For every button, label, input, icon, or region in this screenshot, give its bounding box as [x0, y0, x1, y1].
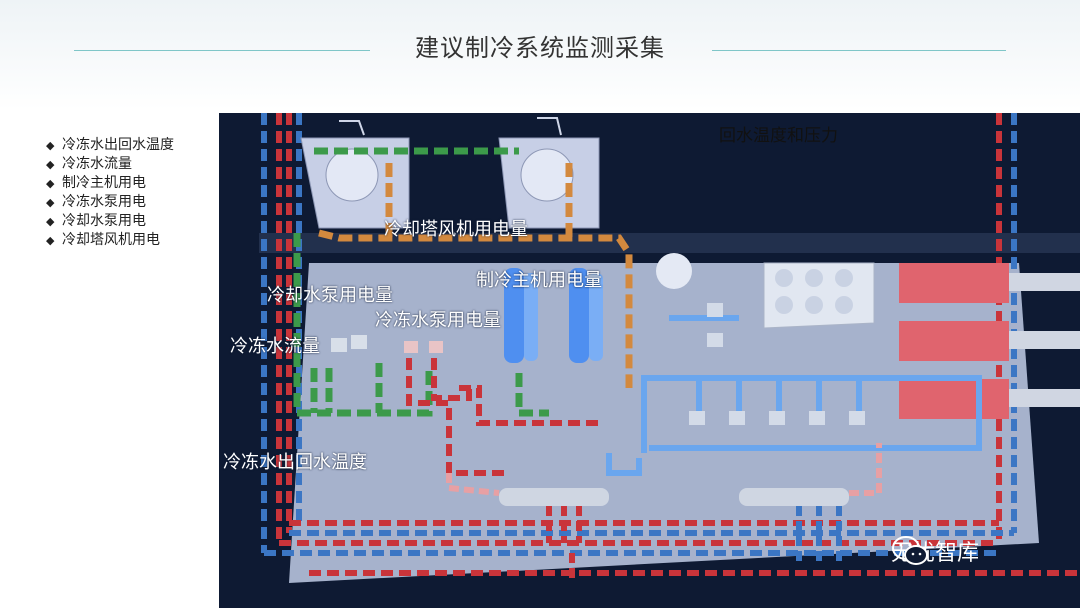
list-item: ◆冷却水泵用电 — [46, 213, 146, 229]
label-cooling-pump-power: 冷却水泵用电量 — [267, 285, 393, 306]
diamond-bullet-icon: ◆ — [46, 177, 55, 190]
title-divider-right — [712, 50, 1006, 51]
secondary-pumps — [689, 303, 865, 425]
diamond-bullet-icon: ◆ — [46, 215, 55, 228]
list-item: ◆冷却塔风机用电 — [46, 232, 160, 248]
diamond-bullet-icon: ◆ — [46, 234, 55, 247]
label-chilled-temp: 冷冻水出回水温度 — [223, 452, 367, 473]
watermark: 无忧智库 — [891, 535, 979, 567]
list-item: ◆冷冻水泵用电 — [46, 194, 146, 210]
label-chilled-flow: 冷冻水流量 — [230, 336, 320, 357]
diamond-bullet-icon: ◆ — [46, 196, 55, 209]
chilled-water-pipe — [406, 358, 599, 476]
expansion-tank — [656, 253, 692, 289]
cooling-tower-right — [498, 117, 600, 229]
list-item: ◆冷冻水出回水温度 — [46, 137, 174, 153]
title-divider-left — [74, 50, 370, 51]
label-return-water: 回水温度和压力 — [719, 126, 838, 146]
label-cooling-tower-fan: 冷却塔风机用电量 — [384, 219, 528, 240]
diagram-graphics — [259, 113, 1080, 583]
list-item: ◆冷冻水流量 — [46, 156, 132, 172]
diamond-bullet-icon: ◆ — [46, 139, 55, 152]
cooling-water-pumps — [331, 335, 367, 352]
header-branch-pipes — [446, 443, 882, 583]
header-background — [0, 0, 1080, 110]
label-chilled-pump-power: 冷冻水泵用电量 — [375, 310, 501, 331]
water-storage-tank — [763, 262, 875, 329]
tower-return-pipe — [318, 163, 633, 388]
water-distributor-headers — [499, 488, 849, 506]
page-title: 建议制冷系统监测采集 — [415, 34, 665, 62]
cooling-system-diagram: 回水温度和压力 冷却塔风机用电量 制冷主机用电量 冷却水泵用电量 冷冻水泵用电量… — [219, 113, 1080, 608]
label-chiller-power: 制冷主机用电量 — [476, 270, 602, 291]
air-handling-units — [899, 263, 1080, 419]
equipment-floor — [289, 263, 1039, 583]
monitoring-item-list: ◆冷冻水出回水温度 ◆冷冻水流量 ◆制冷主机用电 ◆冷冻水泵用电 ◆冷却水泵用电… — [46, 136, 174, 250]
chiller-units — [504, 268, 603, 363]
wechat-icon — [892, 536, 928, 565]
diamond-bullet-icon: ◆ — [46, 158, 55, 171]
chilled-supply-pipe — [606, 315, 982, 476]
cooling-tower-left — [300, 120, 410, 229]
cooling-water-pipe — [293, 147, 549, 417]
list-item: ◆制冷主机用电 — [46, 175, 146, 191]
chilled-water-pumps — [404, 341, 443, 353]
outer-pipe-loop — [261, 113, 1080, 576]
